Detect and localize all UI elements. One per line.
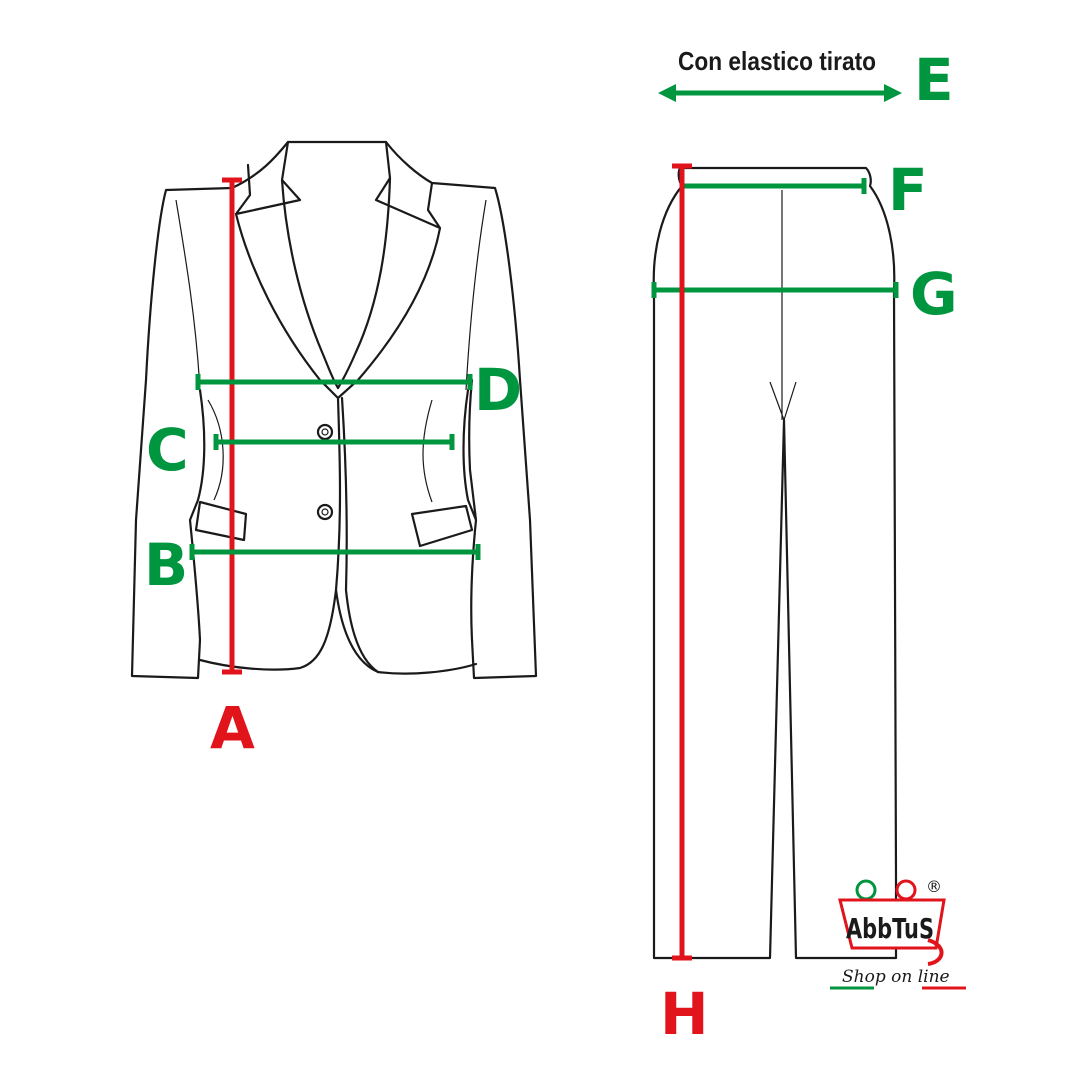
jacket-button-bottom: [316, 503, 334, 521]
logo-flag-circle-left: [855, 879, 877, 901]
jacket-dart-left: [207, 399, 224, 501]
label-b: B: [144, 531, 188, 599]
jacket-right-pocket: [410, 504, 474, 548]
jacket-front-opening: [334, 396, 380, 674]
logo-cart-basket: [838, 898, 946, 950]
label-e: E: [914, 46, 954, 114]
jacket-button-top-inner: [321, 428, 329, 436]
measure-d-line: [195, 374, 473, 390]
measure-b-line: [189, 544, 481, 560]
jacket-button-top: [316, 423, 334, 441]
measure-a-line: [222, 177, 242, 675]
label-c: C: [146, 416, 189, 484]
label-f: F: [888, 156, 928, 224]
trousers-outline: [652, 166, 898, 960]
label-g: G: [910, 260, 958, 328]
measure-g-line: [651, 282, 899, 298]
logo-flag-circle-right: [895, 879, 917, 901]
trousers-drawing: [652, 166, 898, 960]
jacket-sleeve-right: [465, 199, 487, 391]
jacket-hem: [198, 588, 478, 675]
note-elastic: Con elastico tirato: [678, 46, 876, 76]
logo-brand: AbbTuS: [846, 912, 934, 945]
label-a: A: [210, 694, 255, 762]
jacket-left-pocket: [194, 500, 248, 542]
jacket-drawing: [130, 140, 538, 680]
measure-e-arrow: [658, 84, 902, 102]
label-d: D: [474, 356, 522, 424]
logo-cart-handle: [927, 938, 944, 966]
measure-c-line: [213, 434, 455, 450]
measure-h-line: [672, 163, 692, 961]
jacket-dart-right: [422, 399, 433, 503]
jacket-sleeve-left: [175, 199, 201, 391]
brand-logo: AbbTuS ® Shop on line: [830, 877, 966, 990]
logo-tagline: Shop on line: [842, 967, 950, 987]
trousers-fly: [769, 190, 797, 422]
label-h: H: [660, 980, 709, 1048]
jacket-button-bottom-inner: [321, 508, 329, 516]
measure-f-line: [679, 178, 867, 194]
jacket-collar: [234, 140, 442, 400]
logo-registered: ®: [926, 877, 942, 896]
